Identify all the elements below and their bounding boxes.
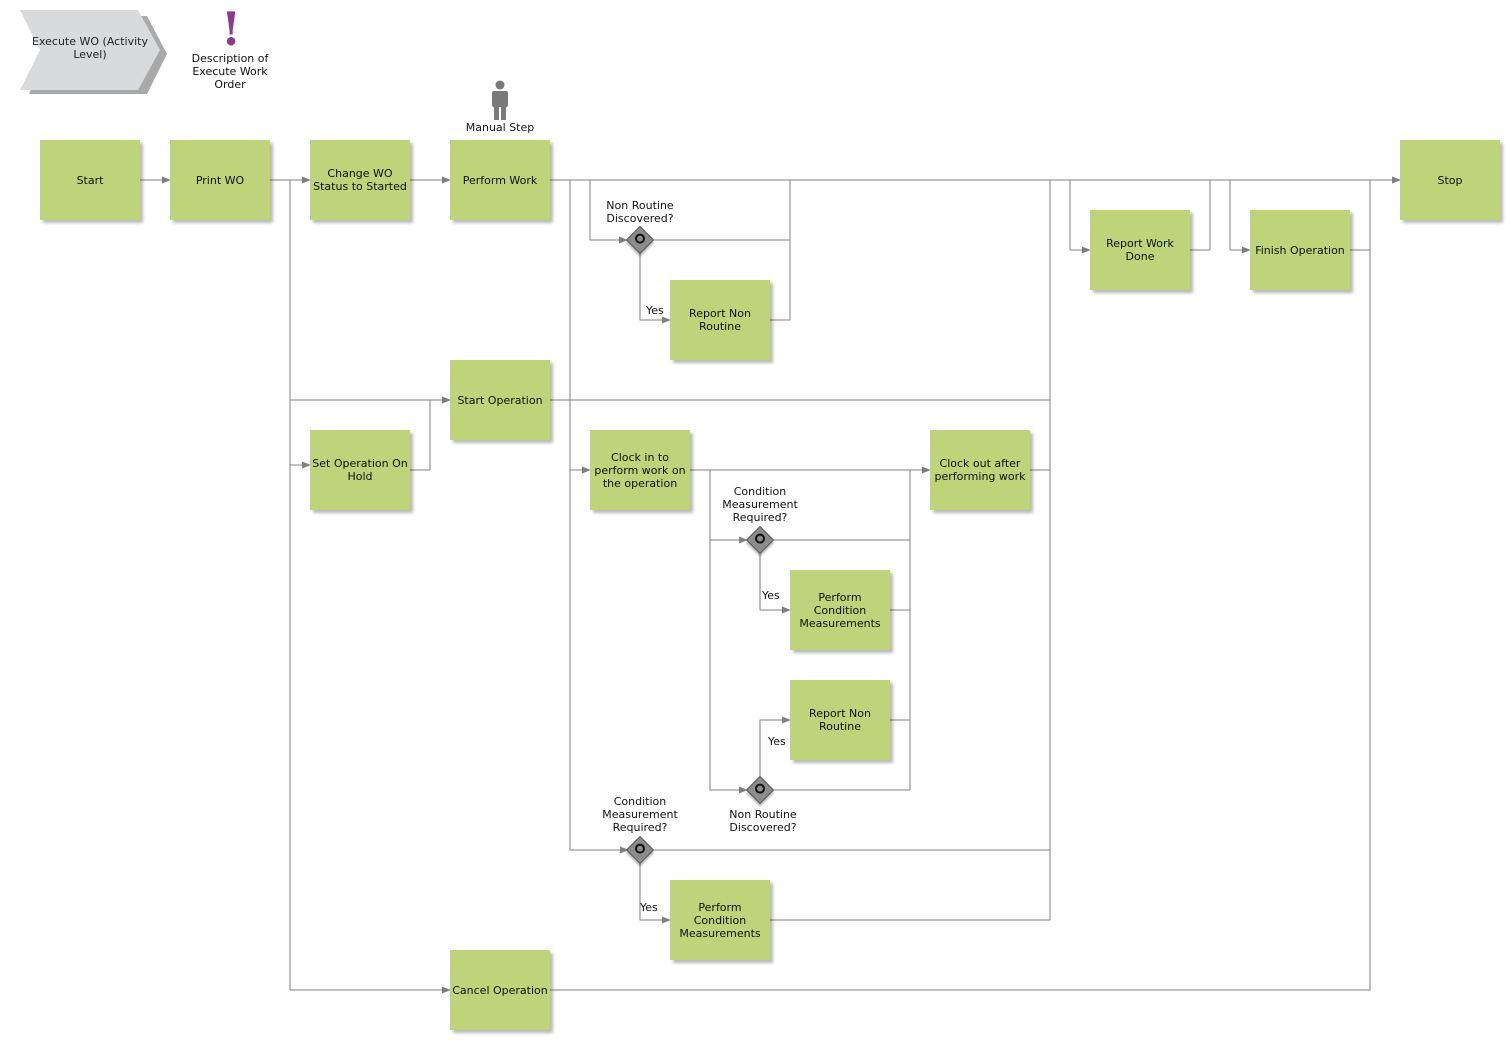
start-operation-label: Start Operation [457, 393, 543, 407]
clock-in-box[interactable]: Clock in to perform work on the operatio… [590, 430, 690, 510]
yes-label: Yes [640, 901, 658, 914]
report-non-routine-inner-label: Report Non Routine [809, 707, 871, 733]
yes-label: Yes [646, 304, 664, 317]
perform-condition-measurements-label: Perform Condition Measurements [799, 590, 881, 630]
report-work-done-box[interactable]: Report Work Done [1090, 210, 1190, 290]
person-icon [492, 80, 508, 120]
description-label[interactable]: Description of Execute Work Order [191, 52, 269, 91]
yes-label: Yes [768, 735, 786, 748]
connector-line [770, 180, 791, 321]
connector-line [772, 470, 911, 791]
perform-condition-measurements-outer-box[interactable]: Perform Condition Measurements [670, 880, 770, 960]
yes-label: Yes [762, 589, 780, 602]
stop-label: Stop [1437, 173, 1463, 187]
start-operation-box[interactable]: Start Operation [450, 360, 550, 440]
process-chevron-label[interactable]: Execute WO (Activity Level) [32, 35, 148, 61]
connector-line [1350, 180, 1371, 251]
process-chevron-icon [20, 10, 167, 94]
perform-condition-measurements-outer-label: Perform Condition Measurements [679, 900, 761, 940]
print-wo-label: Print WO [195, 173, 245, 187]
report-non-routine-box[interactable]: Report Non Routine [670, 280, 770, 360]
connector-line [550, 176, 1401, 991]
print-wo-box[interactable]: Print WO [170, 140, 270, 220]
connector-line [569, 400, 591, 474]
connector-line [759, 716, 791, 778]
connector-line [639, 252, 671, 324]
connector-line [410, 396, 451, 471]
perform-work-box[interactable]: Perform Work [450, 140, 550, 220]
perform-work-label: Perform Work [462, 173, 538, 187]
clock-out-box[interactable]: Clock out after performing work [930, 430, 1030, 510]
connector-line [639, 862, 671, 924]
non-routine-gateway-label: Non Routine Discovered? [606, 199, 674, 225]
connector-line [770, 180, 1051, 921]
clock-in-label: Clock in to perform work on the operatio… [594, 450, 686, 490]
condition-measurement-outer-gateway-label: Condition Measurement Required? [602, 795, 678, 834]
report-work-done-label: Report Work Done [1106, 237, 1174, 263]
change-status-box[interactable]: Change WO Status to Started [310, 140, 410, 220]
connector-line [759, 552, 791, 614]
change-status-label: Change WO Status to Started [313, 167, 407, 193]
report-non-routine-label: Report Non Routine [689, 307, 751, 333]
perform-condition-measurements-box[interactable]: Perform Condition Measurements [790, 570, 890, 650]
stop-box[interactable]: Stop [1400, 140, 1500, 220]
clock-out-label: Clock out after performing work [934, 457, 1026, 483]
non-routine-inner-gateway-label: Non Routine Discovered? [729, 808, 797, 834]
report-non-routine-inner-box[interactable]: Report Non Routine [790, 680, 890, 760]
start-label: Start [76, 173, 104, 187]
exclamation-icon: ! [221, 2, 242, 56]
condition-measurement-gateway-label: Condition Measurement Required? [722, 485, 798, 524]
cancel-operation-label: Cancel Operation [452, 983, 548, 997]
manual-step-label: Manual Step [465, 121, 535, 134]
cancel-operation-box[interactable]: Cancel Operation [450, 950, 550, 1030]
connector-line [570, 179, 628, 244]
connector-line [1069, 180, 1091, 254]
set-on-hold-box[interactable]: Set Operation On Hold [310, 430, 410, 510]
set-on-hold-label: Set Operation On Hold [312, 457, 408, 483]
connector-line [709, 540, 748, 794]
finish-operation-box[interactable]: Finish Operation [1250, 210, 1350, 290]
start-box[interactable]: Start [40, 140, 140, 220]
finish-operation-label: Finish Operation [1255, 243, 1345, 257]
connector-line [1190, 180, 1211, 251]
connector-line [569, 180, 629, 854]
connector-line [1229, 180, 1251, 254]
